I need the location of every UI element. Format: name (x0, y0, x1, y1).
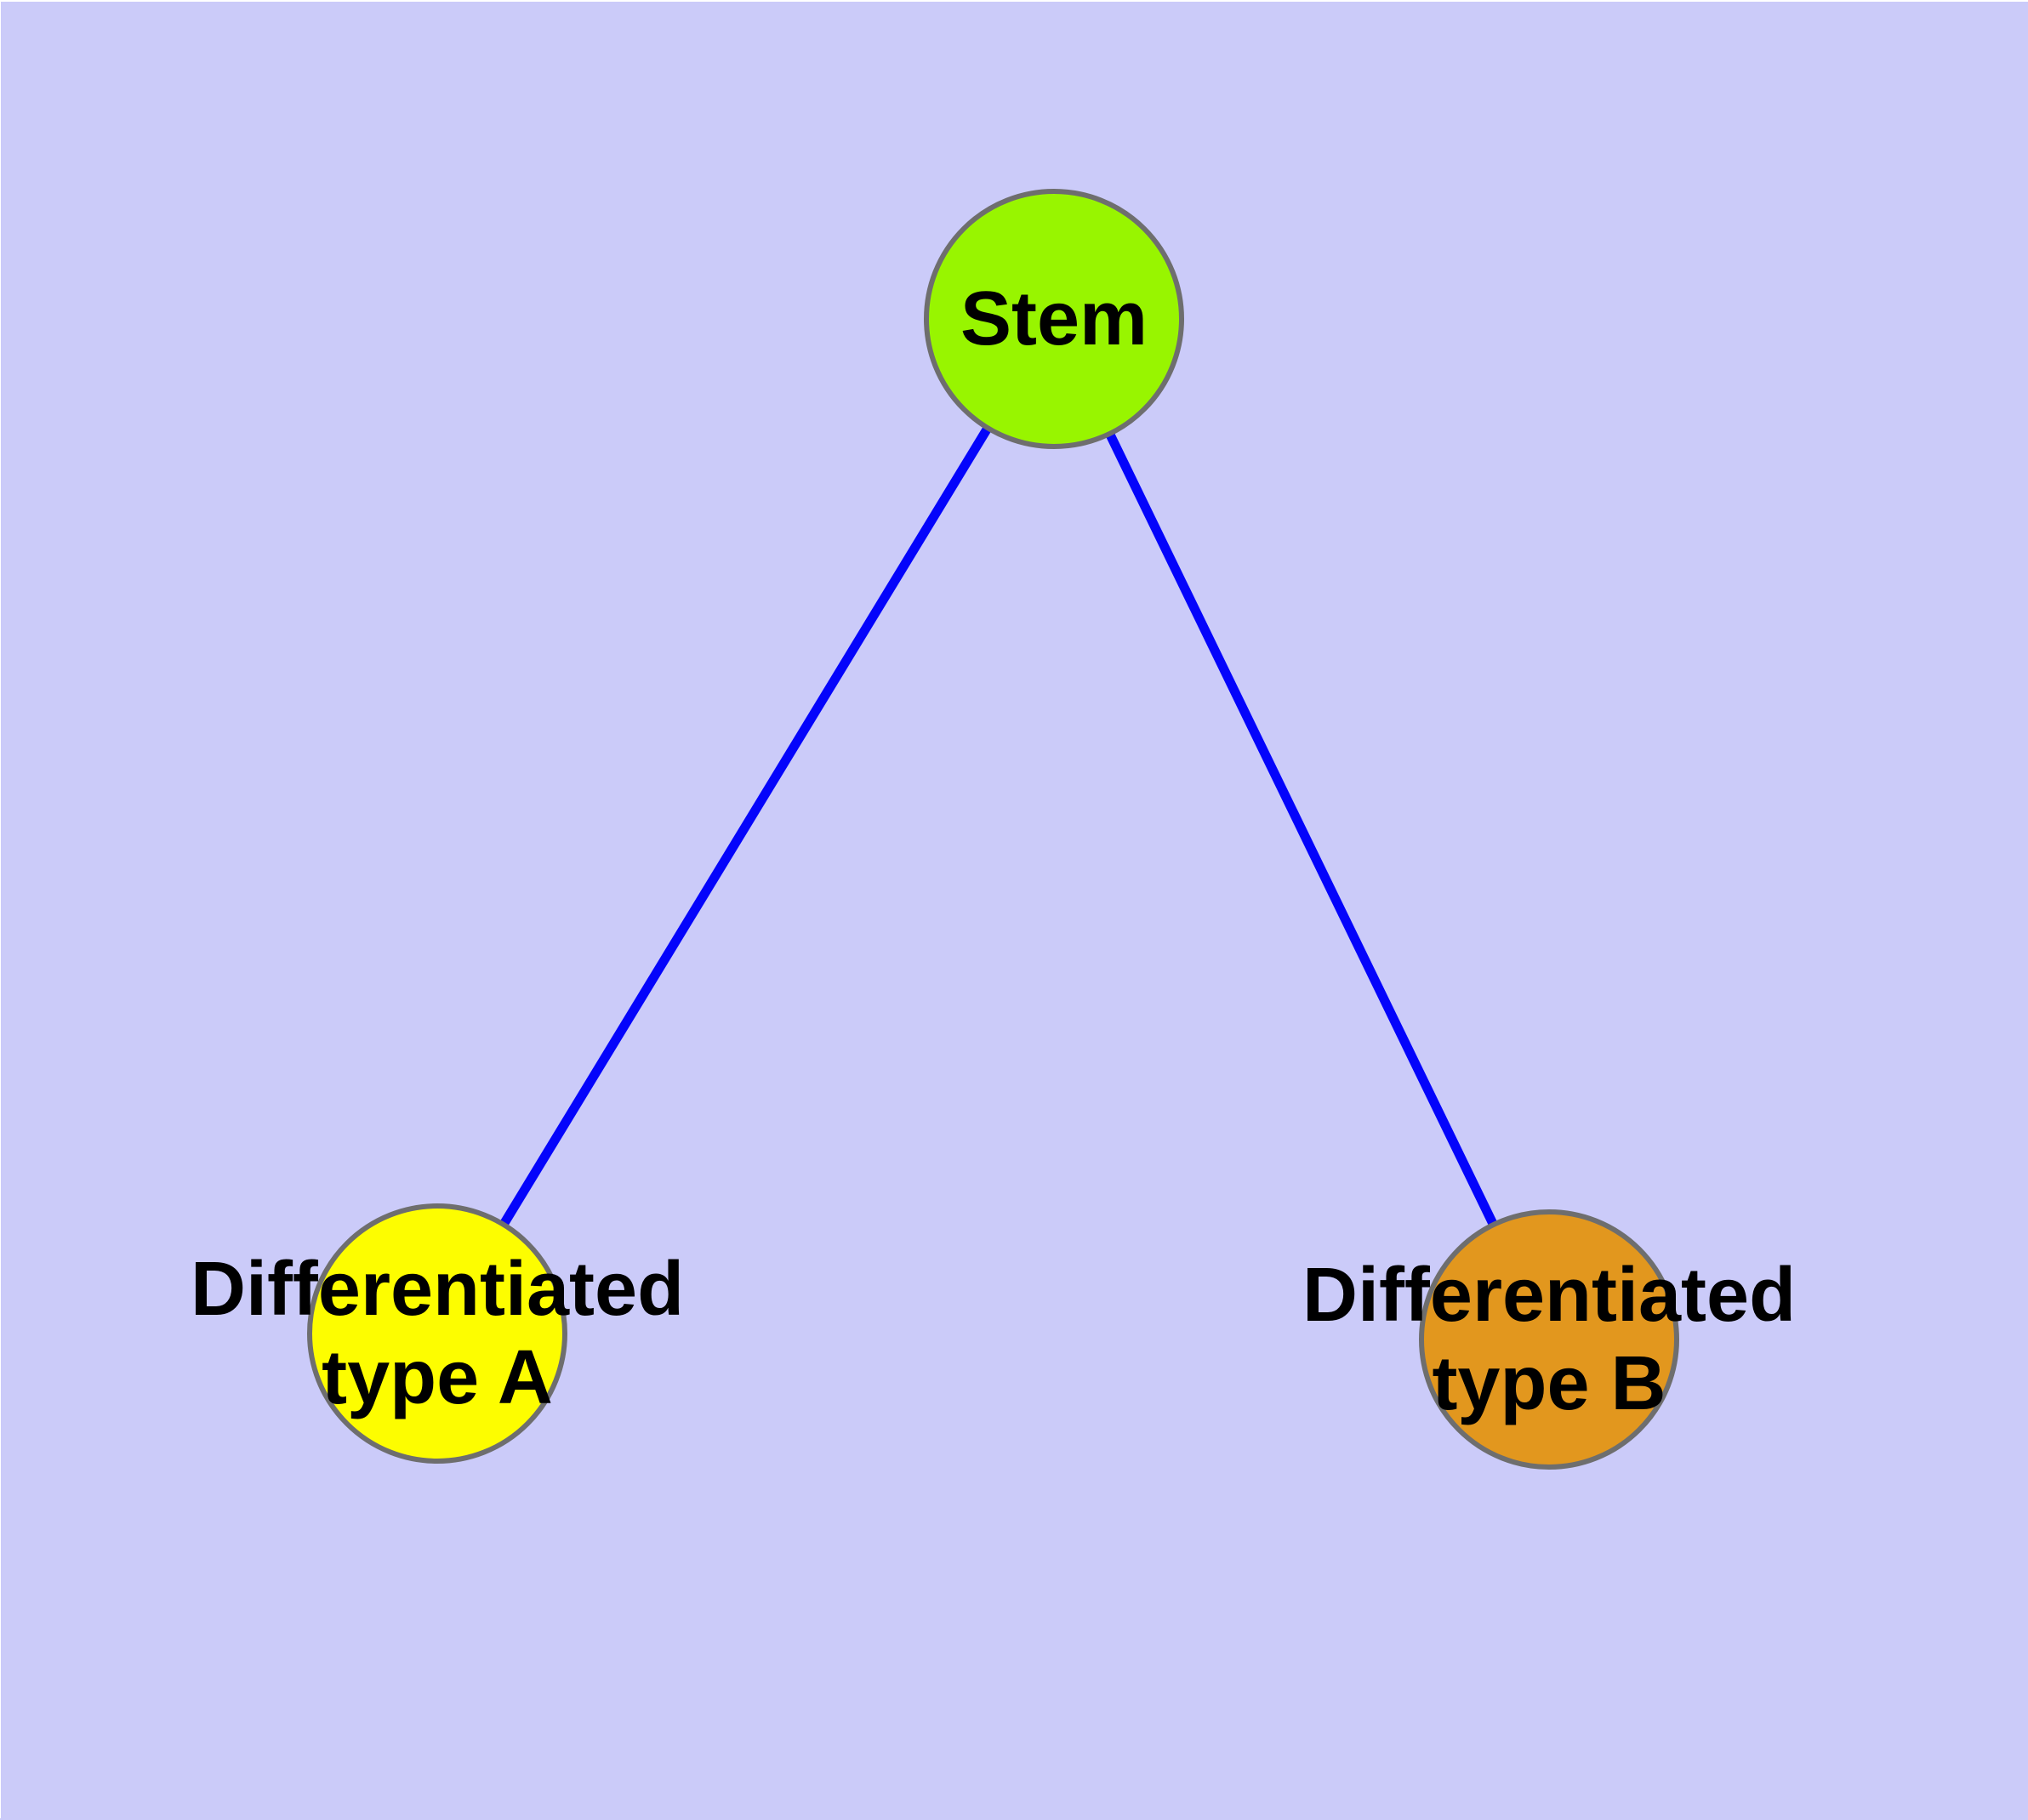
edge-stem-to-type-b (1050, 316, 1553, 1342)
node-stem-circle (924, 189, 1184, 449)
node-differentiated-type-a-circle (307, 1203, 567, 1464)
edge-stem-to-type-a (433, 316, 1058, 1336)
node-differentiated-type-b-circle (1419, 1209, 1679, 1470)
